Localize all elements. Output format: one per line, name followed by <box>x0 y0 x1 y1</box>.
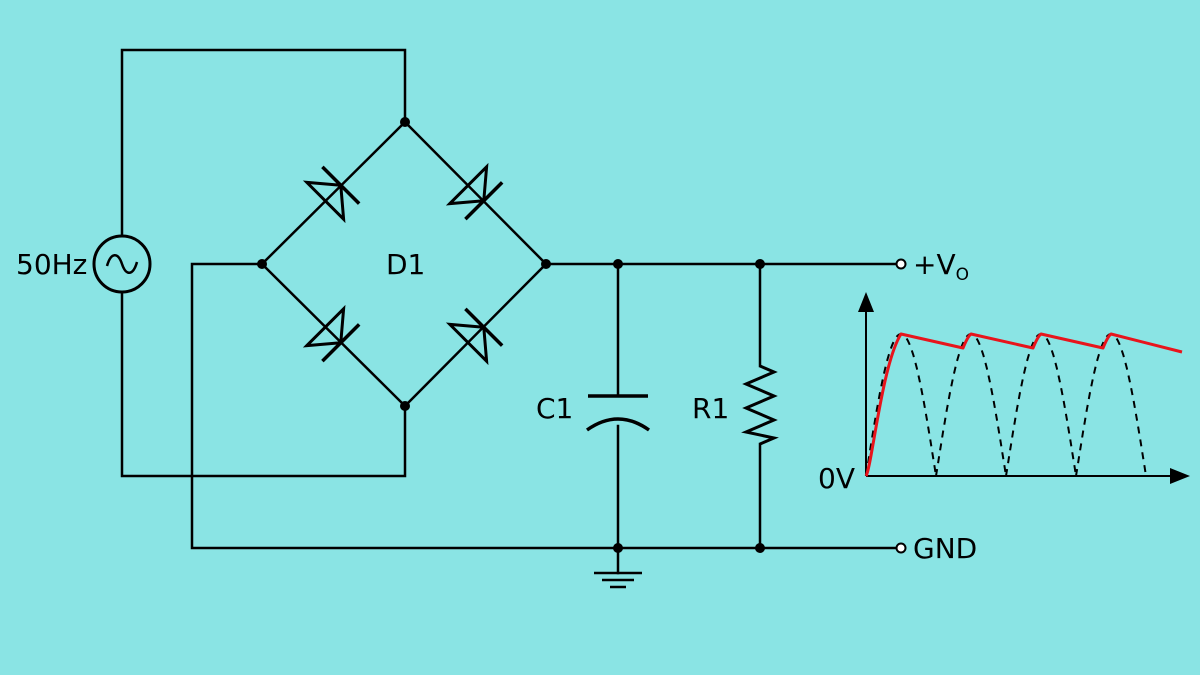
rectified-hump-3 <box>1005 332 1077 477</box>
diode-upper-right <box>445 162 504 221</box>
diode-lower-right <box>445 307 504 366</box>
wire-source-top <box>120 48 407 238</box>
ac-source-circle <box>92 234 152 294</box>
terminal-positive-label: +VO <box>913 248 969 285</box>
junction-resistor-bottom <box>755 543 765 553</box>
terminal-positive[interactable] <box>895 258 907 270</box>
ac-source-icon <box>105 254 139 274</box>
diode-lower-left <box>302 304 361 363</box>
junctions <box>257 117 765 553</box>
waveform-rectified-trace <box>865 332 1147 477</box>
source-frequency-label: 50Hz <box>16 248 87 281</box>
rectified-hump-1 <box>865 332 937 477</box>
terminal-ground[interactable] <box>895 542 907 554</box>
bridge-label: D1 <box>386 248 425 281</box>
junction-bridge-left <box>257 259 267 269</box>
terminal-positive-prefix: +V <box>913 248 956 281</box>
terminal-positive-subscript: O <box>956 265 969 285</box>
capacitor-plate-curved <box>585 417 651 432</box>
rectified-hump-2 <box>935 332 1007 477</box>
junction-capacitor-bottom <box>613 543 623 553</box>
rectified-hump-4 <box>1075 332 1147 477</box>
junction-bridge-right <box>541 259 551 269</box>
resistor-label: R1 <box>692 392 729 425</box>
waveform-plot: 0V <box>818 292 1190 495</box>
waveform-zero-label: 0V <box>818 462 855 495</box>
wire-ground-return <box>190 262 902 550</box>
resistor <box>741 364 779 446</box>
diode-upper-left <box>302 165 361 224</box>
waveform-output-trace <box>864 332 1183 477</box>
terminal-ground-label: GND <box>913 532 977 565</box>
diodes <box>302 162 504 366</box>
ac-source <box>92 234 152 294</box>
capacitor-label: C1 <box>536 392 573 425</box>
junction-bridge-bottom <box>400 401 410 411</box>
wires <box>120 48 902 575</box>
junction-capacitor-top <box>613 259 623 269</box>
ground-icon <box>594 571 642 589</box>
wire-source-bottom <box>120 290 407 478</box>
capacitor <box>585 394 651 432</box>
junction-resistor-top <box>755 259 765 269</box>
junction-bridge-top <box>400 117 410 127</box>
